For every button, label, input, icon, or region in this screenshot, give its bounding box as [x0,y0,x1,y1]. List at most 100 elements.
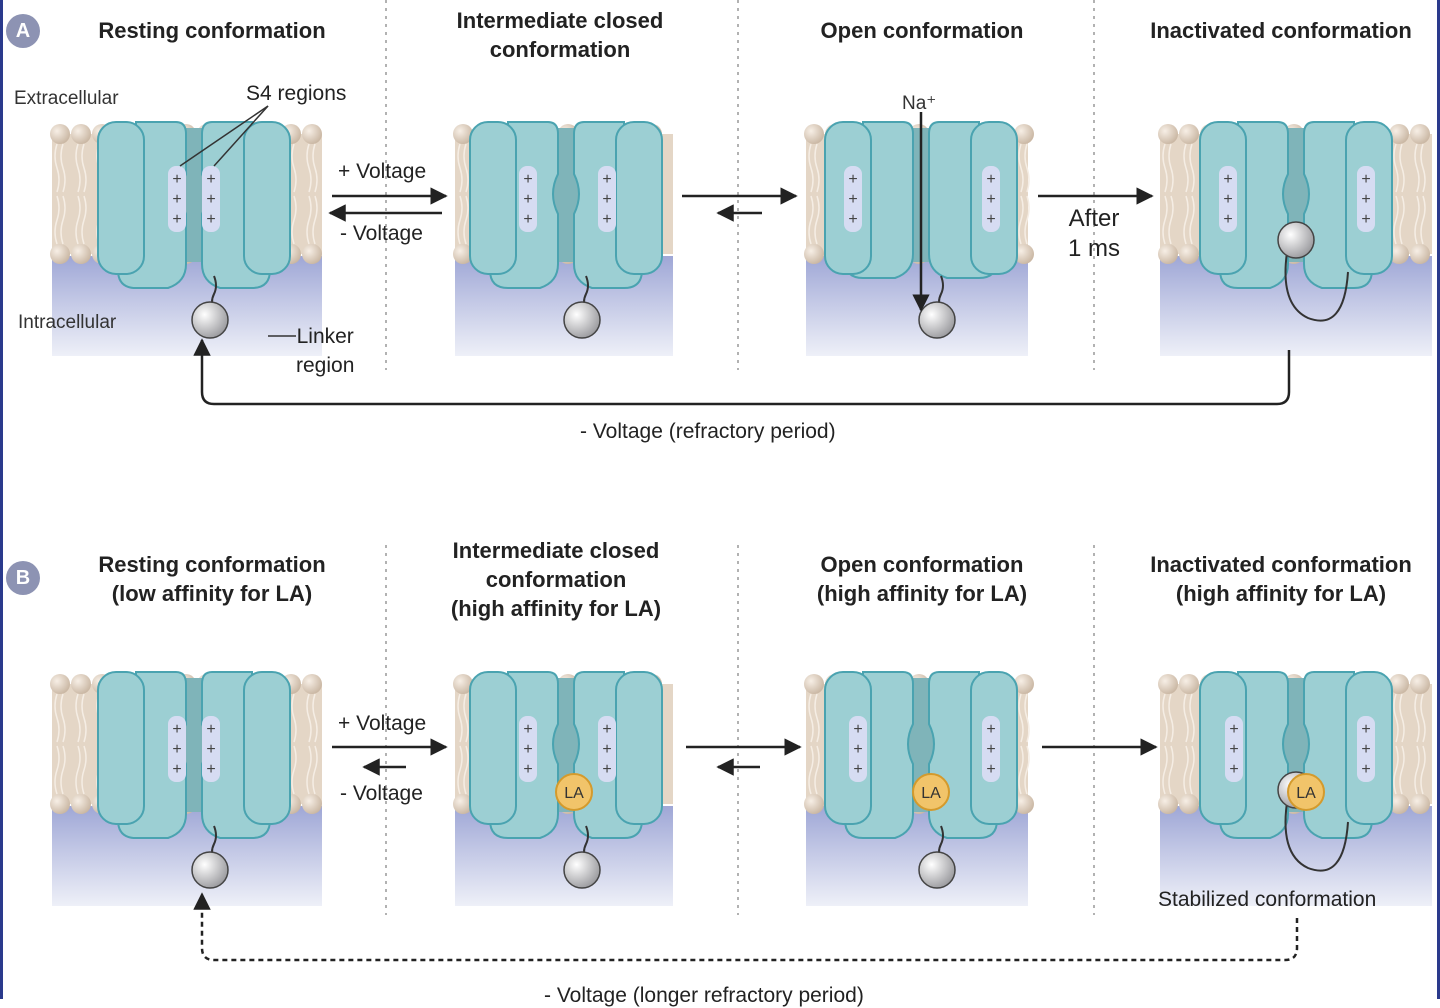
lipid-tail-bottom [1414,745,1426,795]
lipid-head-top [302,124,322,144]
lipid-tail-top [1162,143,1174,193]
s4-region-strip [982,166,1000,232]
lipid-tail-top [1018,693,1030,743]
local-anesthetic-molecule: LA [912,773,950,811]
lipid-head-bottom [1410,794,1430,814]
s4-plus-charge: + [602,761,611,778]
sodium-ion-label: Na⁺ [902,93,937,114]
lipid-head-top [1389,124,1409,144]
a-intermediate-channel: ++++++ [469,121,663,339]
lipid-tail-bottom [1018,745,1030,795]
s4-plus-charge: + [1361,741,1370,758]
lipid-tail-top [1018,143,1030,193]
la-circle [1287,773,1325,811]
panel-b-return-label: - Voltage (longer refractory period) [544,984,864,1007]
cytoplasm-region [1160,256,1432,356]
s4-regions-label: S4 regions [246,82,347,105]
s4-plus-charge: + [206,171,215,188]
s4-plus-charge: + [602,211,611,228]
lipid-tail-bottom [306,195,318,245]
channel-right-body [615,671,663,825]
lipid-tail-top [1183,143,1195,193]
lipid-head-top [804,124,824,144]
linker-region-line2: region [296,354,355,377]
s4-region-strip [844,166,862,232]
lipid-head-top [1410,124,1430,144]
channel-right-body [243,671,291,825]
inactivation-gate-ball [191,301,229,339]
lipid-head-bottom [1179,244,1199,264]
channel-left-body [1199,671,1247,825]
s4-plus-charge: + [853,761,862,778]
channel-left-body [469,671,517,825]
panel-b-title-inactivated-line2: (high affinity for LA) [1175,581,1387,606]
panel-b-title-resting-line1: Resting conformation [98,552,326,577]
panel-b-badge: B [6,561,40,595]
lipid-tail-top [457,143,469,193]
lipid-tail-bottom [808,195,820,245]
s4-region-strip [1219,166,1237,232]
s4-region-strip [598,716,616,782]
lipid-tail-top [1183,693,1195,743]
lipid-head-bottom [50,794,70,814]
s4-plus-charge: + [172,721,181,738]
panel-b-plus-voltage: + Voltage [338,712,427,735]
lipid-tail-bottom [1018,195,1030,245]
panel-b-title-intermediate: Intermediate closed conformation (high a… [406,536,706,623]
s4-plus-charge: + [602,741,611,758]
lipid-head-bottom [71,244,91,264]
intracellular-label: Intracellular [18,312,117,333]
la-text: LA [921,785,941,802]
s4-region-strip [1357,166,1375,232]
panel-b-title-inactivated: Inactivated conformation (high affinity … [1128,550,1434,608]
lipid-head-top [1158,674,1178,694]
s4-plus-charge: + [986,211,995,228]
s4-plus-charge: + [602,721,611,738]
lipid-head-bottom [1014,794,1034,814]
s4-plus-charge: + [986,721,995,738]
panel-b-title-intermediate-line1: Intermediate closed [452,538,660,563]
lipid-tail-bottom [75,195,87,245]
lipid-head-bottom [1158,794,1178,814]
s4-plus-charge: + [523,191,532,208]
s4-plus-charge: + [172,171,181,188]
lipid-head-top [50,674,70,694]
lipid-head-bottom [1014,244,1034,264]
lipid-head-top [453,674,473,694]
s4-plus-charge: + [1361,191,1370,208]
la-text: LA [564,785,584,802]
lipid-tail-bottom [1393,745,1405,795]
channel-right-body [615,121,663,275]
lipid-head-bottom [453,794,473,814]
panel-a-title-intermediate-line2: conformation [489,37,631,62]
s4-plus-charge: + [206,191,215,208]
s4-plus-charge: + [523,171,532,188]
inactivation-gate-ball [918,301,956,339]
linker-region-line1: Linker [296,325,354,348]
after-1ms-line2: 1 ms [1067,235,1120,262]
panel-b-title-open: Open conformation (high affinity for LA) [772,550,1072,608]
lipid-tail-top [306,143,318,193]
lipid-tail-top [1393,693,1405,743]
lipid-tail-bottom [75,745,87,795]
s4-plus-charge: + [986,171,995,188]
a-open-channel: ++++++ [824,121,1018,339]
lipid-tail-bottom [1183,745,1195,795]
lipid-head-top [71,674,91,694]
lipid-head-bottom [804,244,824,264]
after-1ms-label: After 1 ms [1060,204,1128,264]
lipid-head-bottom [302,794,322,814]
lipid-head-top [1179,124,1199,144]
extracellular-label: Extracellular [14,88,119,109]
s4-plus-charge: + [848,171,857,188]
lipid-tail-bottom [1183,195,1195,245]
lipid-head-top [804,674,824,694]
panel-a-title-inactivated: Inactivated conformation [1128,16,1434,45]
channel-left-body [824,671,872,825]
lipid-head-top [71,124,91,144]
s4-pointer-line [179,105,269,167]
lipid-head-top [1158,124,1178,144]
b-open-channel: ++++++LA [824,671,1018,889]
